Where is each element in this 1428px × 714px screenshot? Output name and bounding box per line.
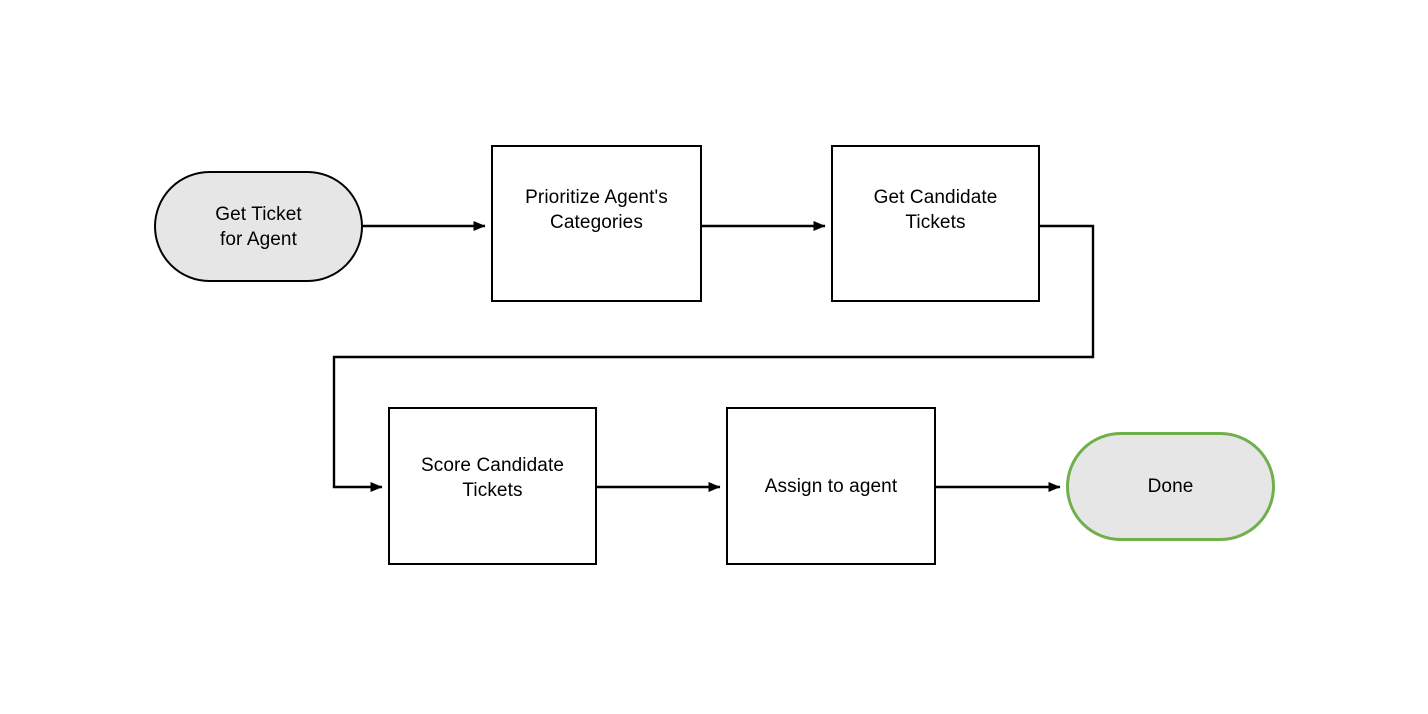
- node-label: Score Candidate Tickets: [420, 455, 565, 501]
- node-done[interactable]: Done: [1066, 432, 1275, 541]
- node-get-candidate-tickets[interactable]: Get Candidate Tickets: [831, 145, 1040, 302]
- node-prioritize-agents-categories[interactable]: Prioritize Agent's Categories: [491, 145, 702, 302]
- node-assign-to-agent[interactable]: Assign to agent: [726, 407, 936, 565]
- node-label: Done: [1147, 476, 1194, 497]
- node-label: Prioritize Agent's Categories: [525, 186, 668, 233]
- node-label: Get Ticket for Agent: [215, 203, 302, 250]
- node-label: Assign to agent: [764, 475, 898, 497]
- node-label: Get Candidate Tickets: [873, 186, 998, 233]
- node-get-ticket-for-agent[interactable]: Get Ticket for Agent: [154, 171, 363, 282]
- node-score-candidate-tickets[interactable]: Score Candidate Tickets: [388, 407, 597, 565]
